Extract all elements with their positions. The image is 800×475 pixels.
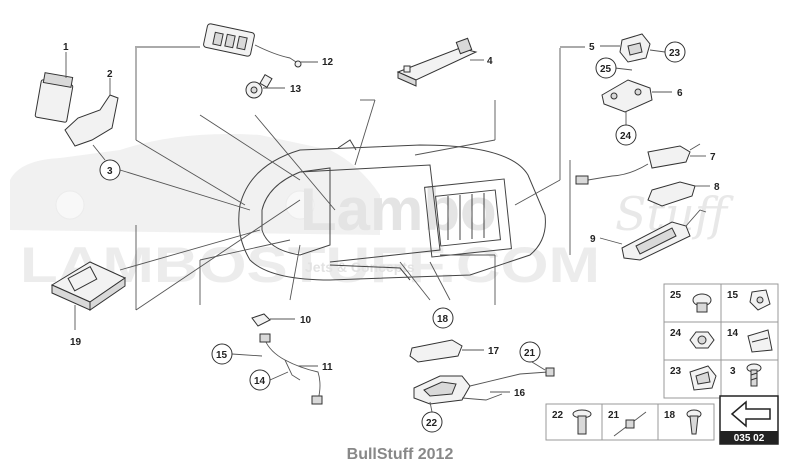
callout-22-circle[interactable]: 22 — [421, 401, 443, 433]
callout-23-top: 23 — [669, 48, 681, 59]
callout-7: 7 — [710, 152, 716, 163]
watermark-wheel-front — [55, 190, 85, 220]
table-label-r2b: 14 — [727, 328, 739, 339]
table-label-b2: 21 — [608, 410, 620, 421]
reference-box: 035 02 — [719, 395, 779, 445]
callout-16: 16 — [514, 388, 526, 399]
callout-14-circle[interactable]: 14 — [249, 369, 289, 391]
part-clip[interactable] — [251, 313, 295, 327]
callout-3: 3 — [107, 166, 113, 177]
callout-21: 21 — [524, 348, 536, 359]
part-cable-guide[interactable] — [599, 209, 707, 261]
callout-5: 5 — [589, 42, 595, 53]
callout-15-circle[interactable]: 15 — [211, 343, 263, 365]
callout-8: 8 — [714, 182, 720, 193]
fastener-cable-clip-icon[interactable] — [689, 365, 717, 391]
fastener-spring-clip-icon[interactable] — [747, 329, 773, 353]
callout-3-circle[interactable]: 3 — [92, 144, 121, 181]
car-outline — [238, 139, 546, 281]
callout-2: 2 — [107, 69, 113, 80]
table-label-r2a: 24 — [670, 328, 682, 339]
footer-copyright: BullStuff 2012 — [346, 446, 454, 463]
callout-25-top-circle[interactable]: 25 — [595, 57, 633, 79]
fastener-table: 25 15 24 14 23 3 — [663, 283, 779, 399]
callout-14: 14 — [254, 376, 266, 387]
part-mounting-rail[interactable] — [409, 339, 484, 363]
part-sensor-with-cable[interactable] — [575, 143, 706, 185]
part-control-unit[interactable] — [34, 52, 74, 123]
fastener-clip-bracket-icon[interactable] — [749, 289, 771, 311]
callout-22: 22 — [426, 418, 438, 429]
callout-13: 13 — [290, 84, 302, 95]
callout-21-circle[interactable]: 21 — [519, 341, 546, 371]
diagram-reference: 035 02 — [734, 433, 765, 444]
callout-17: 17 — [488, 346, 500, 357]
fastener-rivet-icon[interactable] — [686, 409, 702, 435]
leader-lines — [119, 46, 585, 311]
part-bracket-plate[interactable] — [601, 79, 672, 125]
part-harness[interactable] — [259, 333, 323, 405]
part-sensor[interactable] — [245, 73, 285, 99]
callout-15: 15 — [216, 350, 228, 361]
callout-10: 10 — [300, 315, 312, 326]
callout-12: 12 — [322, 57, 334, 68]
callout-23-top-circle[interactable]: 23 — [649, 41, 686, 63]
watermark-tagline: Jets & Concepts — [305, 259, 415, 275]
arrow-left-icon[interactable] — [730, 400, 771, 428]
callout-18-circle[interactable]: 18 — [432, 307, 454, 329]
part-latch-with-cable[interactable] — [413, 367, 555, 405]
callout-11: 11 — [322, 362, 333, 373]
part-bracket-upper[interactable] — [600, 33, 651, 63]
watermark: Lambo Stuff LAMBOSTUFF.COM Jets & Concep… — [10, 134, 735, 293]
callout-19: 19 — [70, 337, 82, 348]
table-label-b3: 18 — [664, 410, 676, 421]
part-bracket-mount[interactable] — [647, 181, 710, 207]
table-label-r1a: 25 — [670, 290, 682, 301]
table-label-r3a: 23 — [670, 366, 682, 377]
callout-9: 9 — [590, 234, 596, 245]
part-ecu-module[interactable] — [50, 261, 127, 330]
fastener-clip-nut-icon[interactable] — [692, 293, 712, 313]
fastener-table-bottom: 22 21 18 — [545, 403, 715, 441]
callout-1: 1 — [63, 42, 69, 53]
part-antenna[interactable] — [396, 37, 484, 87]
fastener-screw-icon[interactable] — [746, 363, 762, 387]
callout-6: 6 — [677, 88, 683, 99]
watermark-wheel-rear — [285, 190, 315, 220]
callout-4: 4 — [487, 56, 493, 67]
fastener-push-pin-icon[interactable] — [572, 409, 592, 435]
table-label-r1b: 15 — [727, 290, 739, 301]
callout-24-top: 24 — [620, 131, 632, 142]
watermark-logo-main: Lambo — [300, 176, 497, 243]
part-connector-housing[interactable] — [203, 23, 318, 68]
fastener-cable-tie-icon[interactable] — [613, 411, 647, 437]
part-bracket[interactable] — [64, 78, 119, 147]
callout-18: 18 — [437, 314, 449, 325]
callout-25-top: 25 — [600, 64, 612, 75]
callout-24-top-circle[interactable]: 24 — [615, 124, 637, 146]
table-label-b1: 22 — [552, 410, 564, 421]
table-label-r3b: 3 — [730, 366, 736, 377]
fastener-hex-nut-icon[interactable] — [689, 331, 715, 349]
